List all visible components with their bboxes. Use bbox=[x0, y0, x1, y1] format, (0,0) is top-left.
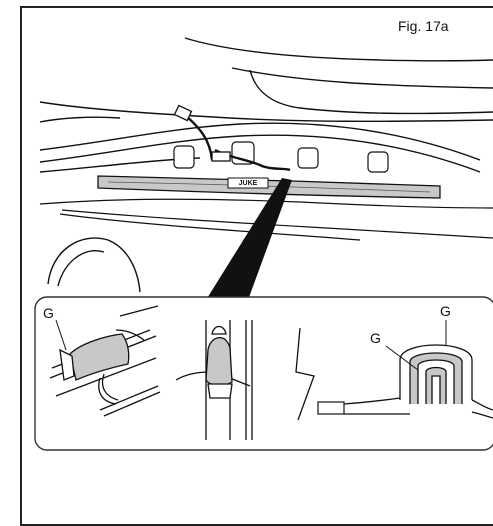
detail-wire bbox=[343, 397, 493, 419]
clip-2-body bbox=[205, 325, 233, 399]
detail-foam-wrap bbox=[399, 344, 473, 404]
figure-label: Fig. 17a bbox=[398, 18, 449, 34]
scuff-plate-badge: JUKE bbox=[238, 180, 258, 187]
car-body-outline bbox=[39, 37, 493, 123]
callout-g-left: G bbox=[43, 305, 54, 321]
callout-g-middle: G bbox=[370, 330, 381, 346]
callout-g-right: G bbox=[440, 303, 451, 319]
clip-1-body bbox=[59, 333, 130, 381]
callout-pointer bbox=[206, 178, 292, 300]
connector-plug bbox=[173, 104, 231, 162]
wheel-arch bbox=[47, 237, 141, 293]
detail-connector bbox=[317, 401, 345, 415]
scuff-plate bbox=[97, 175, 441, 199]
sill-lines bbox=[39, 198, 493, 241]
callout-leaders bbox=[55, 319, 447, 371]
detail-inset-box bbox=[34, 296, 493, 451]
break-line bbox=[295, 327, 315, 421]
harness-clips bbox=[173, 141, 389, 173]
